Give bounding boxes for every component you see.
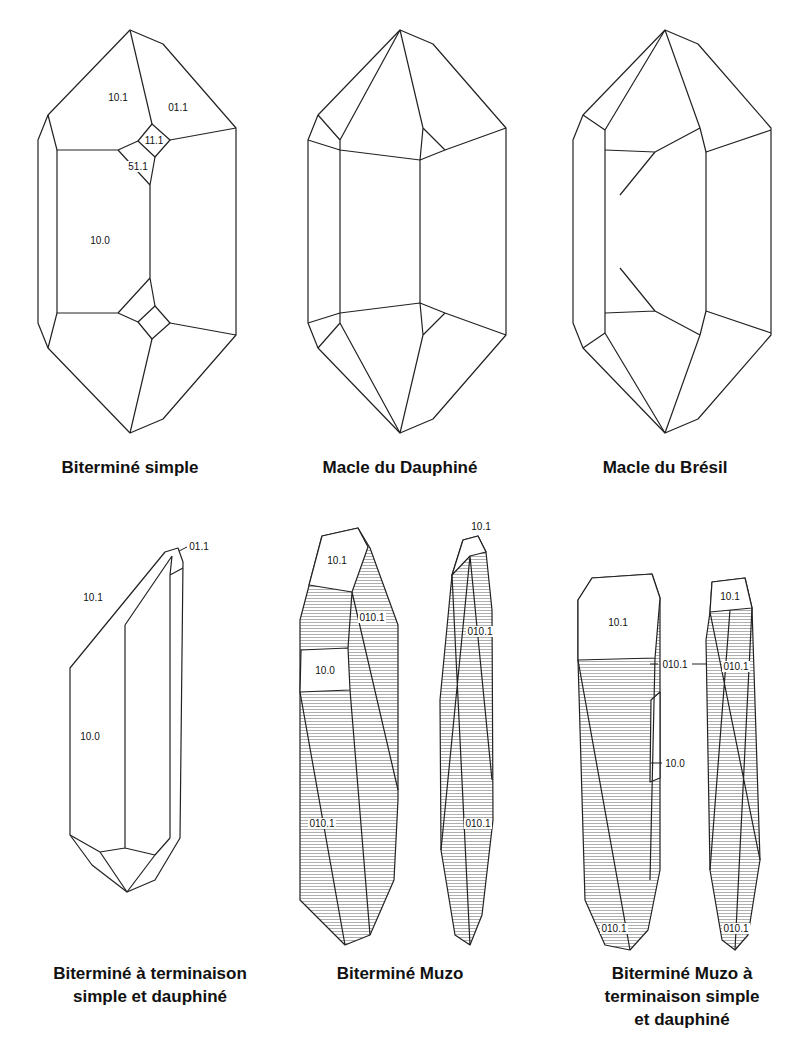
- face-label: 10.0: [314, 665, 335, 676]
- face-label: 010.1: [722, 661, 749, 672]
- face-label: 10.1: [470, 521, 491, 532]
- face-label: 10.1: [607, 617, 628, 628]
- face-label: 10.0: [89, 235, 110, 246]
- face-label: 010.1: [358, 612, 385, 623]
- crystal-simple-dauphine: [70, 547, 187, 892]
- crystal-muzo: [300, 528, 398, 945]
- face-label: 010.1: [308, 818, 335, 829]
- caption: Biterminé à terminaison simple et dauphi…: [35, 963, 265, 1009]
- face-label: 010.1: [466, 626, 493, 637]
- crystal-muzo-dauphine-narrow: [706, 578, 760, 950]
- face-label: 10.0: [664, 758, 685, 769]
- crystal-simple: [38, 30, 236, 433]
- face-label: 10.1: [719, 591, 740, 602]
- face-label: 010.1: [464, 818, 491, 829]
- caption: Biterminé Muzo à terminaison simple et d…: [600, 963, 765, 1032]
- crystal-dauphine: [308, 30, 506, 433]
- caption: Macle du Brésil: [535, 457, 795, 480]
- face-label: 10.0: [79, 731, 100, 742]
- face-label: 10.1: [326, 555, 347, 566]
- face-label: 01.1: [188, 541, 209, 552]
- face-label: 10.1: [82, 592, 103, 603]
- face-label: 010.1: [661, 659, 688, 670]
- caption: Biterminé simple: [0, 457, 260, 480]
- face-label: 10.1: [107, 92, 128, 103]
- crystal-muzo-dauphine: [578, 574, 711, 950]
- face-label: 01.1: [167, 102, 188, 113]
- face-label: 11.1: [144, 135, 165, 146]
- face-label: 010.1: [722, 923, 749, 934]
- face-label: 010.1: [600, 923, 627, 934]
- caption: Macle du Dauphiné: [270, 457, 530, 480]
- crystal-bresil: [573, 30, 771, 433]
- caption: Biterminé Muzo: [300, 963, 500, 986]
- face-label: 51.1: [127, 161, 148, 172]
- crystal-muzo-narrow: [440, 536, 493, 945]
